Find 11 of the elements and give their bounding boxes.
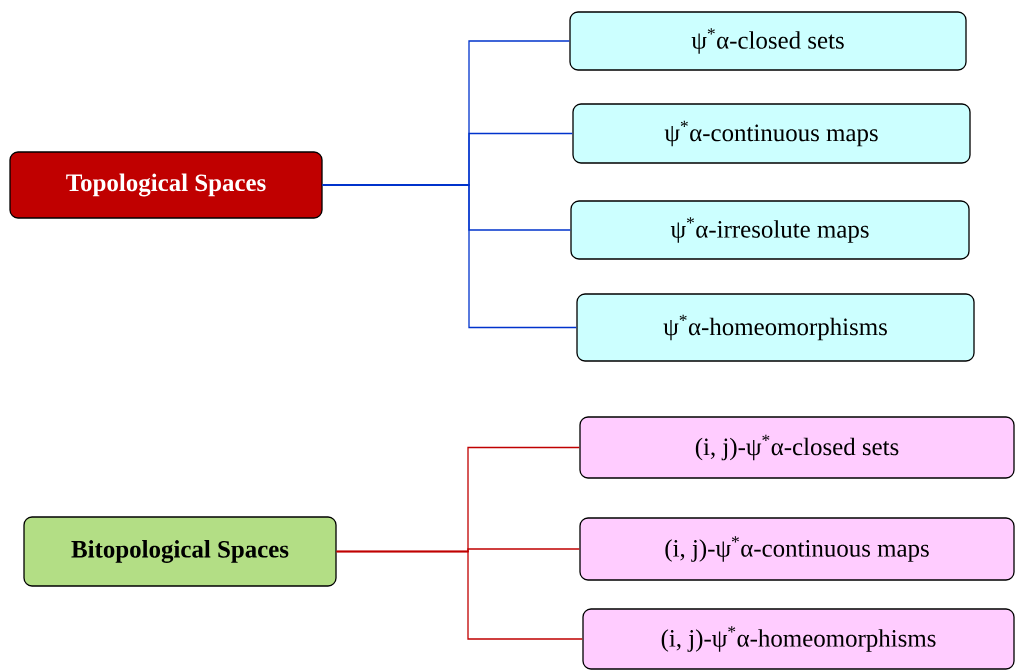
category-box: Bitopological Spaces: [23, 516, 337, 587]
topic-box: (i, j)-ψ$^{*}$α-closed sets: [579, 416, 1015, 479]
topic-box: (i, j)-ψ$^{*}$α-homeomorphisms: [582, 608, 1015, 670]
topic-box: ψ$^{*}$α-irresolute maps: [570, 200, 970, 260]
topic-box: ψ$^{*}$α-closed sets: [569, 11, 967, 71]
connector-line: [336, 550, 583, 640]
topic-box: ψ$^{*}$α-continuous maps: [572, 103, 971, 164]
topic-box: (i, j)-ψ$^{*}$α-continuous maps: [579, 517, 1015, 581]
connector-line: [322, 184, 577, 329]
topic-box: ψ$^{*}$α-homeomorphisms: [576, 293, 975, 362]
category-box: Topological Spaces: [9, 151, 323, 219]
